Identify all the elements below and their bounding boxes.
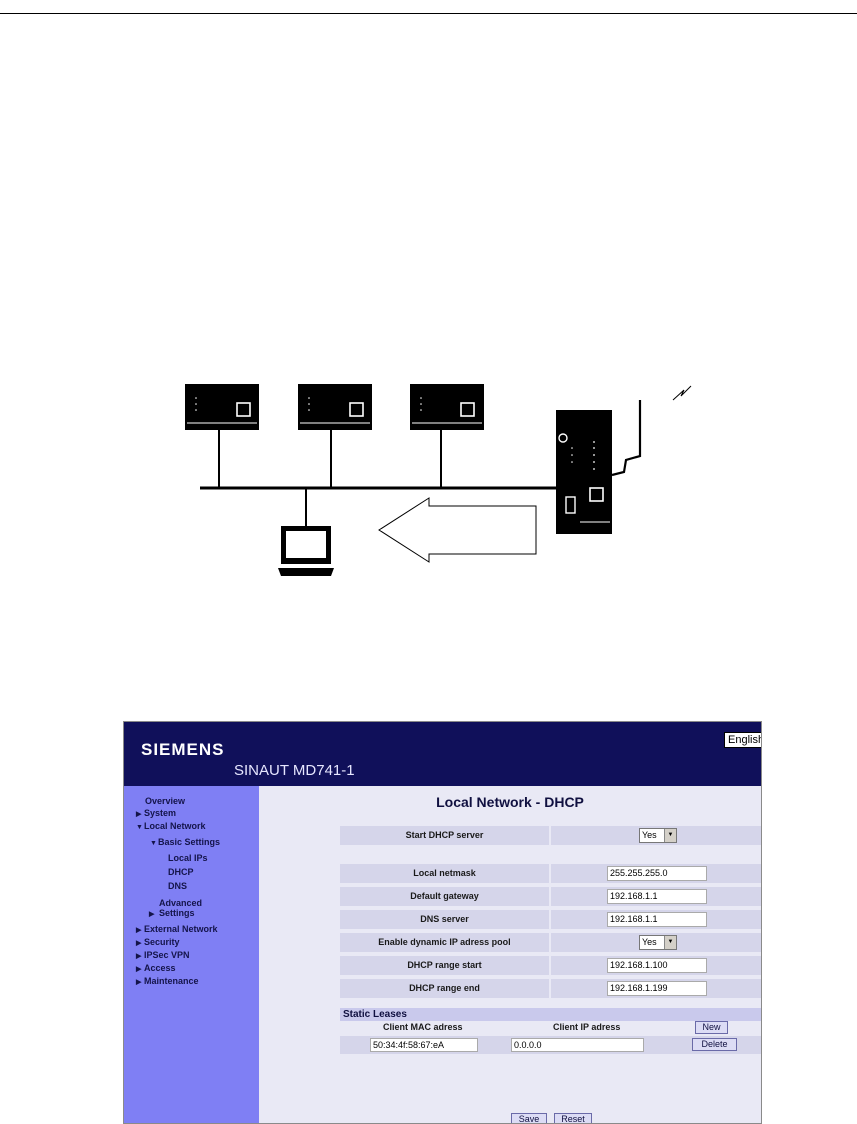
siemens-logo: SIEMENS <box>141 740 225 759</box>
product-name: SINAUT MD741-1 <box>234 762 355 779</box>
range-start-label: DHCP range start <box>340 956 549 975</box>
dynamic-pool-cell: Yes ▼ <box>551 933 761 952</box>
plc-device-3 <box>410 384 484 430</box>
netmask-cell: 255.255.255.0 <box>551 864 761 883</box>
sidebar-item-basic-settings[interactable]: ▼Basic Settings <box>150 837 221 847</box>
range-start-cell: 192.168.1.100 <box>551 956 761 975</box>
dns-label: DNS server <box>340 910 549 929</box>
language-value: English <box>728 734 762 746</box>
triangle-right-icon: ▶ <box>136 953 142 960</box>
triangle-right-icon: ▶ <box>136 940 142 947</box>
dynamic-pool-label: Enable dynamic IP adress pool <box>340 933 549 952</box>
row-dynamic-pool: Enable dynamic IP adress pool Yes ▼ <box>340 933 761 952</box>
sidebar-item-local-network[interactable]: ▼Local Network <box>136 821 206 831</box>
triangle-right-icon: ▶ <box>136 927 142 934</box>
range-end-input[interactable]: 192.168.1.199 <box>607 981 707 996</box>
triangle-right-icon: ▶ <box>149 911 155 918</box>
web-ui-screenshot: SIEMENS SINAUT MD741-1 English ▼ Go Over… <box>123 721 762 1124</box>
triangle-right-icon: ▶ <box>136 979 142 986</box>
table-row: 50:34:4f:58:67:eA 0.0.0.0 Delete <box>340 1036 761 1054</box>
new-lease-button[interactable]: New <box>695 1021 728 1034</box>
triangle-down-icon: ▼ <box>136 824 143 831</box>
chevron-down-icon: ▼ <box>664 936 676 949</box>
chevron-down-icon: ▼ <box>664 829 676 842</box>
sidebar-item-local-ips[interactable]: Local IPs <box>168 853 208 863</box>
row-gateway: Default gateway 192.168.1.1 <box>340 887 761 906</box>
dynamic-pool-select[interactable]: Yes ▼ <box>639 935 677 950</box>
sidebar-item-dns[interactable]: DNS <box>168 881 188 891</box>
dns-input[interactable]: 192.168.1.1 <box>607 912 707 927</box>
row-range-start: DHCP range start 192.168.1.100 <box>340 956 761 975</box>
data-arrow <box>378 497 537 563</box>
start-dhcp-value: Yes <box>642 830 657 840</box>
reset-button[interactable]: Reset <box>554 1113 592 1123</box>
gateway-input[interactable]: 192.168.1.1 <box>607 889 707 904</box>
dynamic-pool-value: Yes <box>642 937 657 947</box>
row-dns: DNS server 192.168.1.1 <box>340 910 761 929</box>
sidebar-item-system[interactable]: ▶System <box>136 808 177 818</box>
network-diagram <box>185 384 692 576</box>
start-dhcp-cell: Yes ▼ <box>551 826 761 845</box>
lease-mac-input[interactable]: 50:34:4f:58:67:eA <box>370 1038 478 1052</box>
sidebar-item-security[interactable]: ▶Security <box>136 937 180 947</box>
sidebar-item-access[interactable]: ▶Access <box>136 963 176 973</box>
static-leases-panel: Static Leases Client MAC adress Client I… <box>340 1008 761 1066</box>
column-header-ip: Client IP adress <box>553 1022 621 1032</box>
triangle-right-icon: ▶ <box>136 811 142 818</box>
signal-icon <box>672 385 692 401</box>
sidebar-item-dhcp[interactable]: DHCP <box>168 867 194 877</box>
column-header-mac: Client MAC adress <box>383 1022 463 1032</box>
sidebar-nav: Overview ▶System ▼Local Network ▼Basic S… <box>124 786 259 1123</box>
language-select[interactable]: English ▼ <box>724 732 762 748</box>
lease-ip-input[interactable]: 0.0.0.0 <box>511 1038 644 1052</box>
sidebar-item-maintenance[interactable]: ▶Maintenance <box>136 976 199 986</box>
sidebar-item-advanced-label: Advanced Settings <box>159 898 203 918</box>
plc-device-1 <box>185 384 259 430</box>
pc-icon <box>278 526 334 576</box>
save-button[interactable]: Save <box>511 1113 547 1123</box>
sidebar-item-overview[interactable]: Overview <box>145 796 186 806</box>
page-top-rule <box>0 13 857 14</box>
static-leases-title: Static Leases <box>340 1008 761 1021</box>
triangle-down-icon: ▼ <box>150 840 157 847</box>
sidebar-item-external-network[interactable]: ▶External Network <box>136 924 218 934</box>
start-dhcp-label: Start DHCP server <box>340 826 549 845</box>
ui-header: SIEMENS SINAUT MD741-1 English ▼ Go <box>124 722 761 786</box>
netmask-input[interactable]: 255.255.255.0 <box>607 866 707 881</box>
range-end-label: DHCP range end <box>340 979 549 998</box>
netmask-label: Local netmask <box>340 864 549 883</box>
router-device <box>556 410 612 534</box>
sidebar-item-ipsec-vpn[interactable]: ▶IPSec VPN <box>136 950 190 960</box>
page-title: Local Network - DHCP <box>436 794 584 810</box>
row-start-dhcp: Start DHCP server Yes ▼ <box>340 826 761 845</box>
range-end-cell: 192.168.1.199 <box>551 979 761 998</box>
plc-device-2 <box>298 384 372 430</box>
gateway-cell: 192.168.1.1 <box>551 887 761 906</box>
delete-lease-button[interactable]: Delete <box>692 1038 737 1051</box>
dns-cell: 192.168.1.1 <box>551 910 761 929</box>
range-start-input[interactable]: 192.168.1.100 <box>607 958 707 973</box>
start-dhcp-select[interactable]: Yes ▼ <box>639 828 677 843</box>
gateway-label: Default gateway <box>340 887 549 906</box>
triangle-right-icon: ▶ <box>136 966 142 973</box>
row-netmask: Local netmask 255.255.255.0 <box>340 864 761 883</box>
antenna-icon <box>611 400 642 477</box>
row-range-end: DHCP range end 192.168.1.199 <box>340 979 761 998</box>
sidebar-item-advanced-settings[interactable]: ▶ <box>149 903 157 918</box>
